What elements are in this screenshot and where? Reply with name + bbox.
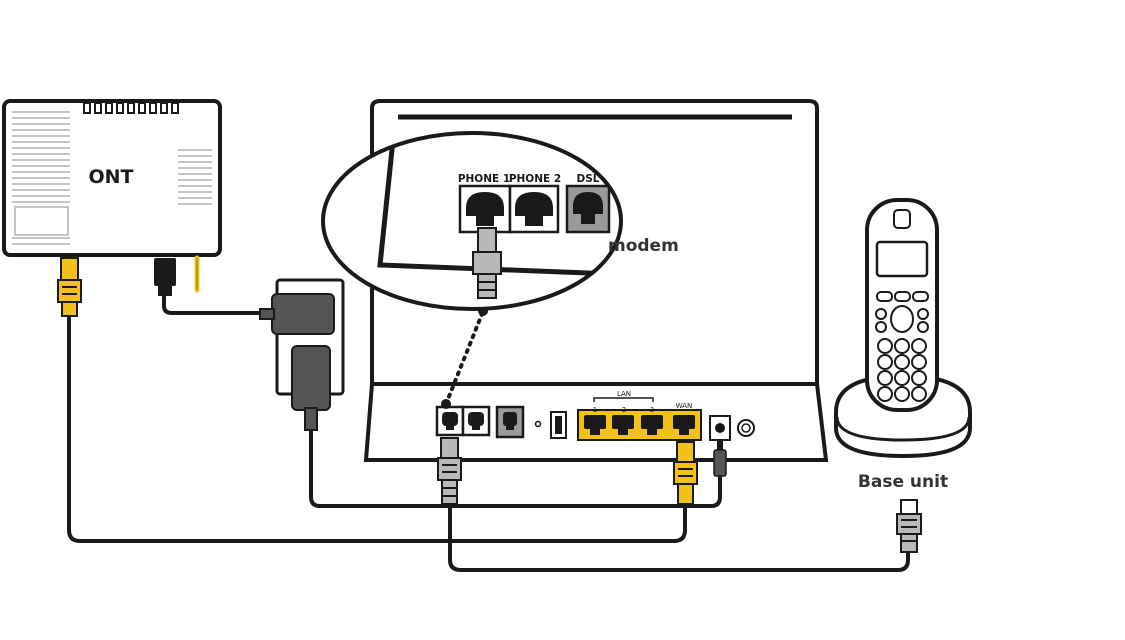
handset-keypad: [875, 291, 929, 402]
ont-led-row: [83, 102, 179, 114]
cables: [67, 294, 910, 572]
base-unit-label: Base unit: [858, 472, 948, 492]
handset-earpiece: [893, 209, 911, 229]
handset-screen: [875, 240, 929, 278]
ont-power-plug-icon: [154, 258, 176, 296]
modem-label: modem: [608, 236, 679, 256]
phone-cable-connector-icon: [437, 437, 462, 505]
ethernet-cable-ont-to-wan: [67, 314, 687, 543]
zoom-leader: [441, 306, 488, 409]
ont-device: ONT: [2, 99, 222, 257]
cordless-phone-icon: [834, 198, 972, 459]
modem-back-ports: LAN 1 2 3 WAN: [435, 390, 755, 441]
lan-bracket: [593, 397, 654, 402]
ont-label-plate: [14, 206, 69, 236]
phone-1-label: PHONE 1: [458, 173, 510, 185]
power-adapter-icon: [259, 278, 345, 431]
zoom-inset-circle: PHONE 1 PHONE 2 DSL: [321, 131, 623, 311]
power-button-icon: [737, 419, 755, 437]
ont-power-cable: [162, 294, 262, 315]
lan-port-2-label: 2: [622, 406, 626, 414]
lan-port-3-label: 3: [650, 406, 654, 414]
wan-ethernet-connector-icon: [673, 441, 698, 505]
ont-vent-left: [12, 111, 70, 245]
wan-label: WAN: [676, 402, 693, 410]
modem-power-cable: [309, 426, 722, 508]
lan-label: LAN: [617, 390, 631, 398]
dsl-label: DSL: [577, 173, 600, 185]
base-phone-connector-icon: [896, 499, 922, 553]
ont-label: ONT: [88, 166, 133, 188]
dc-plug-icon: [713, 440, 727, 477]
phone-2-label: PHONE 2: [509, 173, 561, 185]
phone-cable-modem-to-base: [448, 503, 910, 572]
ont-ethernet-connector-icon: [57, 257, 82, 317]
phone-connector-zoom-icon: [472, 227, 502, 299]
reset-button-icon: [534, 420, 542, 428]
ont-vent-right: [178, 149, 212, 205]
lan-port-1-label: 1: [593, 406, 597, 414]
